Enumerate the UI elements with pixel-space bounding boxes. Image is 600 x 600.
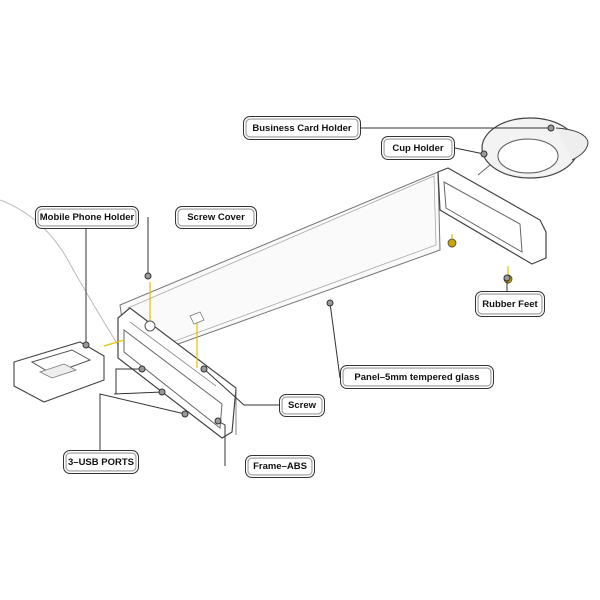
background-arc <box>0 199 119 346</box>
dot-usb-3 <box>181 410 189 418</box>
rubber-foot-part <box>447 238 457 248</box>
dot-business-card <box>547 124 555 132</box>
panel-label: Panel–5mm tempered glass <box>340 365 494 389</box>
screw-cover-part <box>144 311 205 332</box>
phone-holder <box>13 341 105 403</box>
dot-rubber-feet <box>503 274 511 282</box>
dot-panel <box>326 299 334 307</box>
business-card-holder-label: Business Card Holder <box>243 116 361 140</box>
dot-screw <box>200 365 208 373</box>
mobile-phone-holder-label: Mobile Phone Holder <box>35 206 139 229</box>
frame-label: Frame–ABS <box>245 455 315 478</box>
dot-screw-cover <box>144 272 152 280</box>
cup-holder <box>481 117 589 179</box>
usb-ports-label: 3–USB PORTS <box>63 450 139 474</box>
leader-lines <box>85 127 551 466</box>
dot-usb-2 <box>158 388 166 396</box>
dot-phone-holder <box>82 341 90 349</box>
screw-cover-label: Screw Cover <box>175 206 257 229</box>
dot-cup-holder <box>480 150 488 158</box>
rubber-feet-label: Rubber Feet <box>475 291 545 317</box>
leader-dots <box>82 124 555 425</box>
dot-usb-1 <box>138 365 146 373</box>
glass-panel <box>119 171 441 363</box>
screw-label: Screw <box>279 394 325 417</box>
dot-frame <box>214 417 222 425</box>
left-frame <box>117 307 237 439</box>
cup-holder-label: Cup Holder <box>381 136 455 160</box>
